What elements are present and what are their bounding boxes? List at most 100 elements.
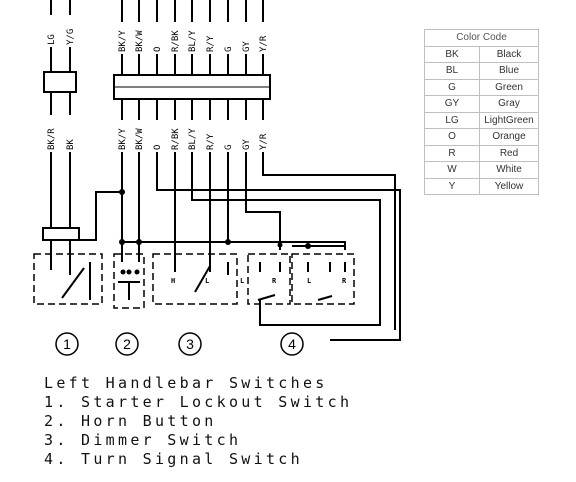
box-turn-left <box>247 253 291 305</box>
color-code-name: Blue <box>479 62 539 80</box>
wire-label-top: LG <box>47 34 57 45</box>
junction-dot <box>277 242 283 248</box>
wire-label-top: R/BK <box>171 30 181 52</box>
box-horn <box>113 253 145 309</box>
color-code-abbr: G <box>424 78 480 96</box>
switch-number-circle-3 <box>178 332 202 356</box>
switch-number-2: 2 <box>123 336 131 352</box>
color-code-abbr: O <box>424 128 480 146</box>
switch-number-circle-4 <box>280 332 304 356</box>
color-code-abbr: R <box>424 144 480 162</box>
wire-label-bg <box>169 22 181 54</box>
color-code-name: Gray <box>479 95 539 113</box>
connector-starter <box>42 227 80 241</box>
caption-title: Left Handlebar Switches <box>44 374 328 392</box>
wire-label-top: BK/Y <box>118 30 128 52</box>
junction-dot <box>136 239 142 245</box>
junction-dot <box>126 269 132 275</box>
color-code-abbr: BK <box>424 45 480 63</box>
junction-dot <box>119 239 125 245</box>
wire-label-bg <box>240 120 252 152</box>
wire-label-bg <box>133 22 145 54</box>
switch-number-4: 4 <box>288 336 296 352</box>
color-code-name: Red <box>479 144 539 162</box>
wire-label-bg <box>151 120 163 152</box>
wire-label-lower: BK/W <box>135 128 145 150</box>
wire-label-bg <box>204 22 216 54</box>
color-code-name: Orange <box>479 128 539 146</box>
terminal-turn-r-right: R <box>342 277 347 285</box>
wire-label-bg <box>257 120 269 152</box>
wire-label-lower: Y/R <box>259 133 269 150</box>
wire-label-bg <box>64 15 76 47</box>
wire-label-lower: R/Y <box>206 133 216 150</box>
switch-number-circle-1 <box>55 332 79 356</box>
junction-dot <box>120 269 126 275</box>
wire-label-bg <box>257 22 269 54</box>
wire-label-lower: BK/R <box>47 128 57 150</box>
color-code-name: White <box>479 161 539 179</box>
wire-label-lower: GY <box>242 139 252 150</box>
wire-label-top: Y/G <box>66 29 76 45</box>
switch-number-circle-2 <box>115 332 139 356</box>
wire-label-bg <box>169 120 181 152</box>
wire-label-top: GY <box>242 41 252 52</box>
wire-label-top: O <box>153 47 163 52</box>
terminal-dimmer-l: L <box>205 277 209 285</box>
junction-dot <box>134 269 140 275</box>
caption-item-1: 1. Starter Lockout Switch <box>44 393 353 411</box>
color-code-abbr: W <box>424 161 480 179</box>
color-code-name: Green <box>479 78 539 96</box>
wire-label-lower: BK/Y <box>118 128 128 150</box>
wire-label-bg <box>186 120 198 152</box>
switch-number-3: 3 <box>186 336 194 352</box>
wire-label-lower: O <box>153 145 163 150</box>
junction-dot <box>119 189 125 195</box>
wire-label-top: R/Y <box>206 35 216 52</box>
wire-label-bg <box>45 15 57 47</box>
wire-label-top: G <box>224 47 234 52</box>
terminal-dimmer-h: H <box>171 277 175 285</box>
switch-number-1: 1 <box>63 336 71 352</box>
terminal-turn-r-left: R <box>272 277 277 285</box>
terminal-turn-l-right: L <box>307 277 311 285</box>
color-code-abbr: Y <box>424 177 480 195</box>
color-code-name: Black <box>479 45 539 63</box>
wire-label-bg <box>116 22 128 54</box>
wire-label-bg <box>240 22 252 54</box>
box-turn-right <box>291 253 355 305</box>
wire-label-bg <box>151 22 163 54</box>
wire-label-top: BL/Y <box>188 30 198 52</box>
wire-label-bg <box>64 120 76 152</box>
wire-label-top: Y/R <box>259 35 269 52</box>
wire-label-lower: BK <box>66 139 76 150</box>
caption-item-4: 4. Turn Signal Switch <box>44 450 303 468</box>
wire-label-lower: G <box>224 145 234 150</box>
wire-label-bg <box>45 120 57 152</box>
caption-item-2: 2. Horn Button <box>44 412 217 430</box>
color-code-title: Color Code <box>424 29 539 47</box>
caption-item-3: 3. Dimmer Switch <box>44 431 242 449</box>
color-code-abbr: GY <box>424 95 480 113</box>
wire-label-bg <box>186 22 198 54</box>
connector-left <box>43 71 77 93</box>
wire-label-bg <box>222 22 234 54</box>
wire-label-bg <box>204 120 216 152</box>
terminal-turn-l-left: L <box>240 277 244 285</box>
wire-label-bg <box>116 120 128 152</box>
junction-dot <box>305 243 311 249</box>
caption: Left Handlebar Switches 1. Starter Locko… <box>44 374 352 469</box>
box-dimmer <box>152 253 238 305</box>
color-code-abbr: LG <box>424 111 480 129</box>
